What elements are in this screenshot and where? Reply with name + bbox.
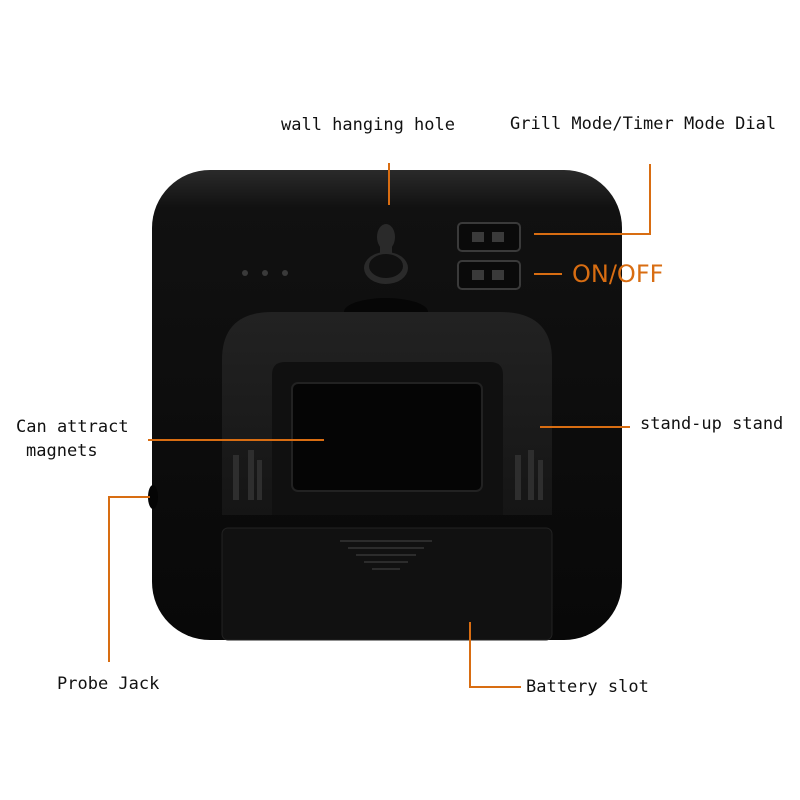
mode-dial-leader-horizontal [534,233,651,235]
stand-leader [540,426,630,428]
wall-hanging-hole-label: wall hanging hole [281,115,455,135]
probe-jack-label: Probe Jack [57,674,160,694]
magnets-leader [148,439,324,441]
magnets-label-line1: Can attract [16,417,129,437]
probe-jack[interactable] [148,485,158,509]
magnets-label-line2: magnets [26,441,98,461]
wall-hanging-hole [364,224,408,284]
battery-cover[interactable] [221,527,553,641]
on-off-switch[interactable] [457,260,521,290]
battery-leader-horizontal [469,686,521,688]
magnet-plate [291,382,483,492]
stand-label: stand-up stand [640,414,784,434]
probe-jack-leader-horizontal [108,496,150,498]
mode-dial-switch[interactable] [457,222,521,252]
on-off-label: ON/OFF [572,260,664,288]
battery-slot-label: Battery slot [526,677,649,697]
mode-dial-label: Grill Mode/Timer Mode Dial [510,114,777,134]
probe-jack-leader-vertical [108,496,110,662]
on-off-leader [534,273,562,275]
battery-leader-vertical [469,622,471,688]
indicator-dots [242,270,288,276]
wall-hole-leader [388,163,390,205]
mode-dial-leader-vertical [649,164,651,235]
